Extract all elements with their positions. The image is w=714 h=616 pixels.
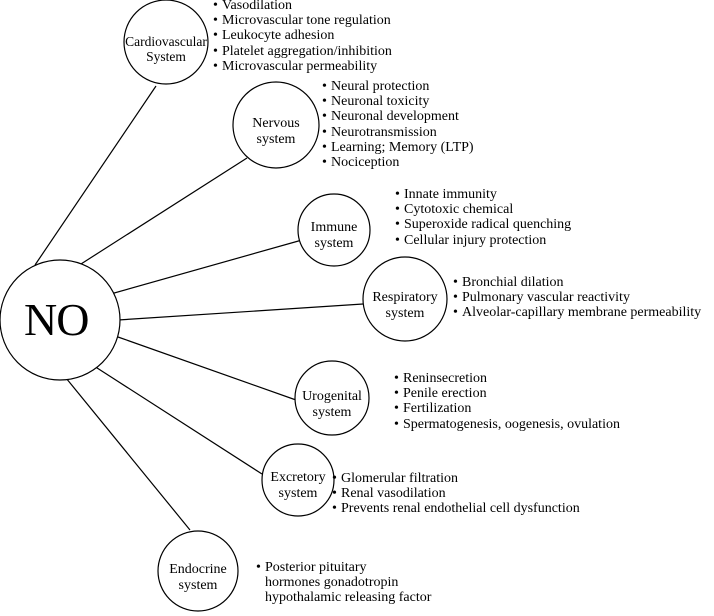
connector-immune (99, 239, 303, 298)
endocrine-functions: Posterior pituitary hormones gonadotropi… (256, 560, 431, 606)
immune-circle (297, 193, 371, 267)
list-item: Cytotoxic chemical (395, 202, 571, 217)
list-item: Learning; Memory (LTP) (322, 140, 474, 155)
list-item: Superoxide radical quenching (395, 217, 571, 232)
cardiovascular-circle (123, 0, 209, 85)
endocrine-circle (157, 530, 239, 612)
connector-respiratory (117, 303, 364, 321)
list-item: Innate immunity (395, 187, 571, 202)
nervous-functions: Neural protection Neuronal toxicity Neur… (322, 79, 474, 170)
list-item: hormones gonadotropin (265, 575, 399, 591)
immune-label: Immune system (310, 220, 358, 251)
connector-nervous (69, 157, 248, 272)
urogenital-functions: Reninsecretion Penile erection Fertiliza… (394, 371, 620, 432)
list-item: Alveolar-capillary membrane permeability (453, 305, 701, 320)
list-item: Bronchial dilation (453, 275, 701, 290)
list-item: Microvascular permeability (213, 59, 392, 74)
urogenital-label: Urogenital system (302, 389, 362, 420)
list-item: Neuronal toxicity (322, 94, 474, 109)
list-item: Posterior pituitary (256, 560, 431, 575)
list-item: Spermatogenesis, oogenesis, ovulation (394, 417, 620, 432)
list-item: Fertilization (394, 401, 620, 416)
list-item: Prevents renal endothelial cell dysfunct… (332, 501, 580, 516)
list-item: Reninsecretion (394, 371, 620, 386)
urogenital-circle (294, 360, 370, 436)
connector-excretory (93, 365, 263, 475)
list-item: Glomerular filtration (332, 471, 580, 486)
list-item: Vasodilation (213, 0, 392, 13)
list-item: Cellular injury protection (395, 233, 571, 248)
nervous-circle (232, 81, 320, 169)
list-item: Nociception (322, 155, 474, 170)
list-item: Microvascular tone regulation (213, 13, 392, 28)
cardiovascular-label: Cardiovascular System (125, 34, 207, 65)
immune-functions: Innate immunity Cytotoxic chemical Super… (395, 187, 571, 248)
connector-endocrine (65, 377, 191, 531)
excretory-label: Excretory system (270, 470, 326, 501)
respiratory-functions: Bronchial dilation Pulmonary vascular re… (453, 275, 701, 321)
connector-urogenital (117, 336, 297, 401)
respiratory-label: Respiratory system (372, 290, 438, 321)
nervous-label: Nervous system (252, 116, 300, 147)
list-item: Neural protection (322, 79, 474, 94)
endocrine-label: Endocrine system (169, 562, 227, 593)
list-item: Renal vasodilation (332, 486, 580, 501)
cardiovascular-functions: Vasodilation Microvascular tone regulati… (213, 0, 392, 74)
connector-cardiovascular (34, 85, 157, 266)
hub-circle (0, 259, 121, 381)
respiratory-circle (362, 256, 448, 342)
list-item: Neuronal development (322, 109, 474, 124)
list-item: hypothalamic releasing factor (265, 590, 432, 606)
hub-label: NO (24, 294, 89, 345)
list-item: Neurotransmission (322, 125, 474, 140)
list-item: Pulmonary vascular reactivity (453, 290, 701, 305)
list-item: Penile erection (394, 386, 620, 401)
list-item: Platelet aggregation/inhibition (213, 44, 392, 59)
excretory-functions: Glomerular filtration Renal vasodilation… (332, 471, 580, 517)
list-item: Leukocyte adhesion (213, 28, 392, 43)
